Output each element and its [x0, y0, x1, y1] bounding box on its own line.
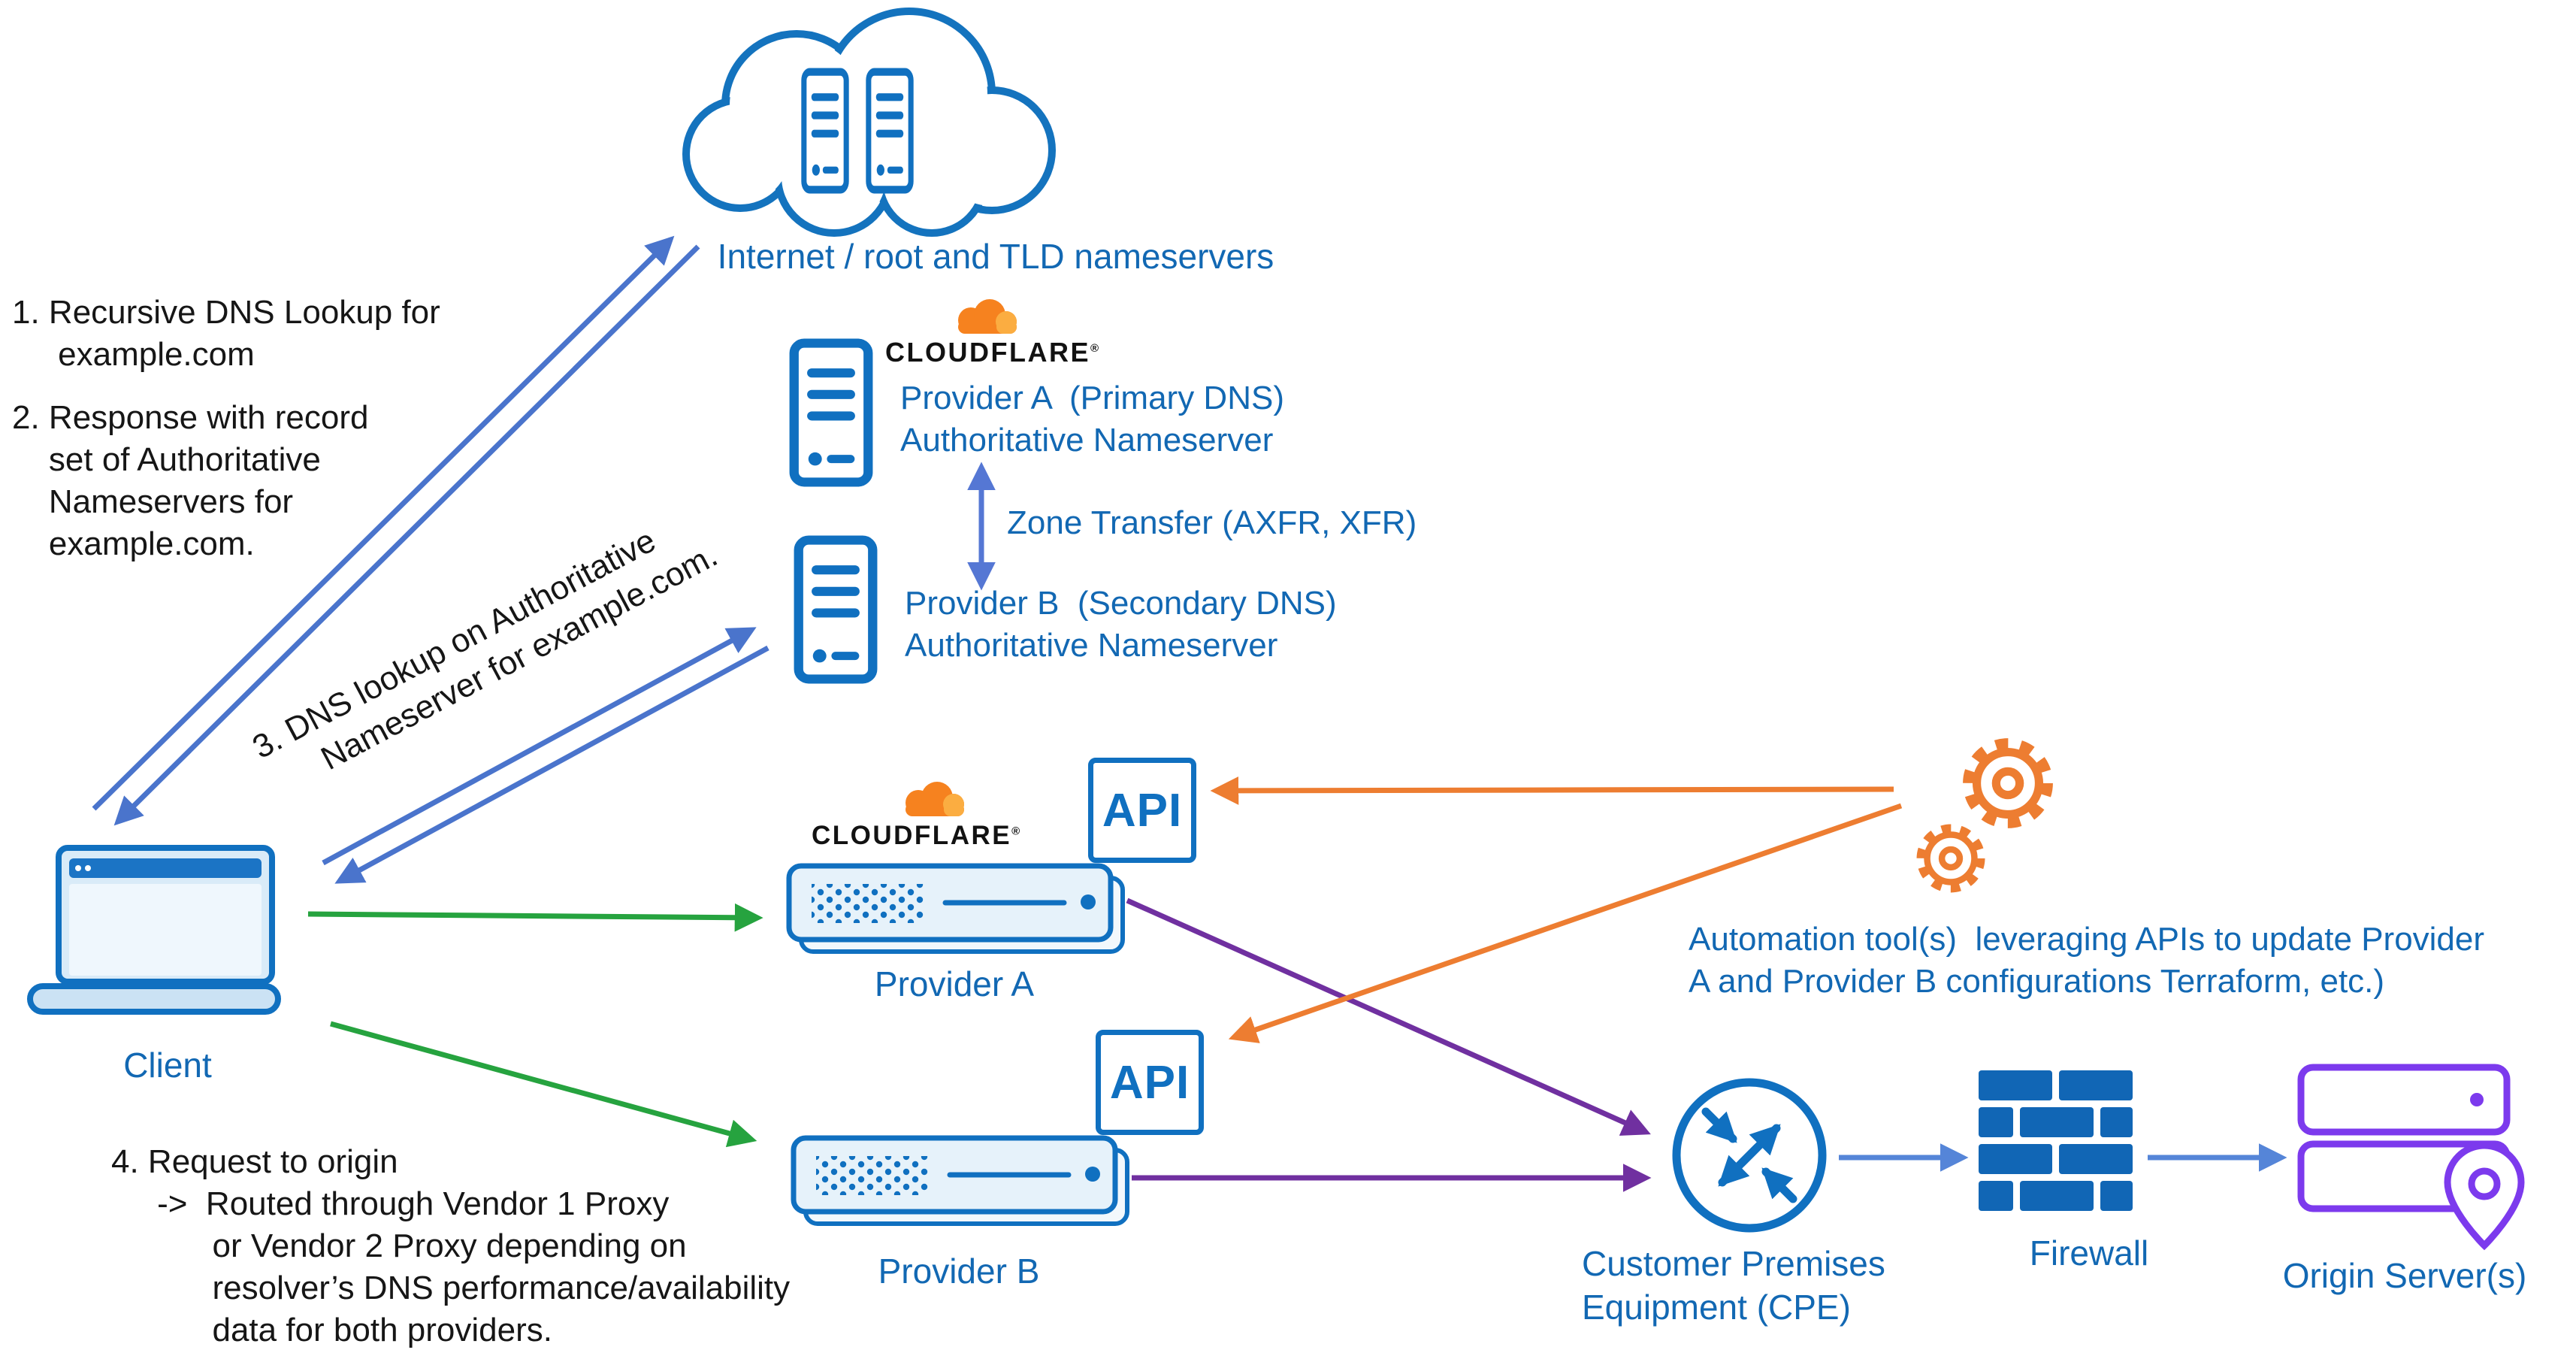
arrow-lookup-response — [113, 244, 700, 826]
arrow-authoritative-response — [334, 645, 769, 884]
cloudflare-wordmark-text: CLOUDFLARE — [812, 821, 1012, 850]
arrow-request-provider-a — [307, 903, 763, 932]
provider-b-proxy-label: Provider B — [878, 1252, 1040, 1291]
provider-a-nameserver-icon — [794, 344, 869, 483]
client-laptop-icon — [27, 845, 281, 1015]
client-label: Client — [123, 1046, 212, 1085]
origin-label: Origin Server(s) — [2282, 1256, 2527, 1295]
provider-a-nameserver-label: Provider A (Primary DNS) Authoritative N… — [900, 380, 1284, 459]
cpe-label: Customer Premises Equipment (CPE) — [1582, 1244, 1885, 1327]
api-badge-provider-a: API — [1088, 758, 1196, 863]
firewall-icon — [1979, 1070, 2133, 1211]
zone-transfer-label: Zone Transfer (AXFR, XFR) — [1007, 504, 1417, 541]
step1-annotation: 1. Recursive DNS Lookup for example.com — [12, 294, 440, 373]
provider-b-proxy-icon — [794, 1138, 1127, 1224]
internet-label: Internet / root and TLD nameservers — [717, 237, 1274, 276]
automation-gears-icon — [1921, 744, 2047, 888]
automation-label: Automation tool(s) leveraging APIs to up… — [1689, 921, 2485, 1000]
cpe-icon — [1672, 1078, 1827, 1233]
cloudflare-cloud-icon — [906, 782, 964, 816]
tld-nameserver-icon — [869, 72, 911, 190]
provider-b-nameserver-label: Provider B (Secondary DNS) Authoritative… — [905, 585, 1337, 664]
arrow-recursive-lookup — [92, 235, 675, 811]
origin-server-icon — [2297, 1064, 2525, 1251]
step2-annotation: 2. Response with record set of Authorita… — [12, 399, 369, 562]
cloudflare-wordmark-text: CLOUDFLARE — [885, 337, 1090, 368]
internet-cloud-icon — [682, 8, 1056, 237]
cloudflare-cloud-icon — [958, 299, 1017, 334]
registered-mark: ® — [1090, 342, 1099, 355]
api-badge-provider-b: API — [1096, 1030, 1204, 1135]
arrow-authoritative-query — [322, 627, 757, 866]
arrow-automation-to-api-a — [1210, 776, 1894, 805]
root-nameserver-icon — [804, 72, 846, 190]
step4-annotation: 4. Request to origin -> Routed through V… — [111, 1143, 791, 1348]
diagram-arrows — [92, 235, 2287, 1192]
provider-a-proxy-icon — [789, 866, 1123, 952]
provider-a-proxy-label: Provider A — [874, 964, 1035, 1003]
arrow-automation-to-api-b — [1228, 803, 1903, 1043]
arrow-proxy-a-to-cpe — [1126, 897, 1651, 1136]
cloudflare-wordmark: CLOUDFLARE® — [812, 821, 1020, 851]
firewall-label: Firewall — [2029, 1233, 2149, 1273]
provider-b-nameserver-icon — [799, 540, 873, 679]
cloudflare-wordmark: CLOUDFLARE® — [885, 337, 1099, 368]
arrow-request-provider-b — [330, 1021, 757, 1148]
registered-mark: ® — [1011, 825, 1020, 838]
